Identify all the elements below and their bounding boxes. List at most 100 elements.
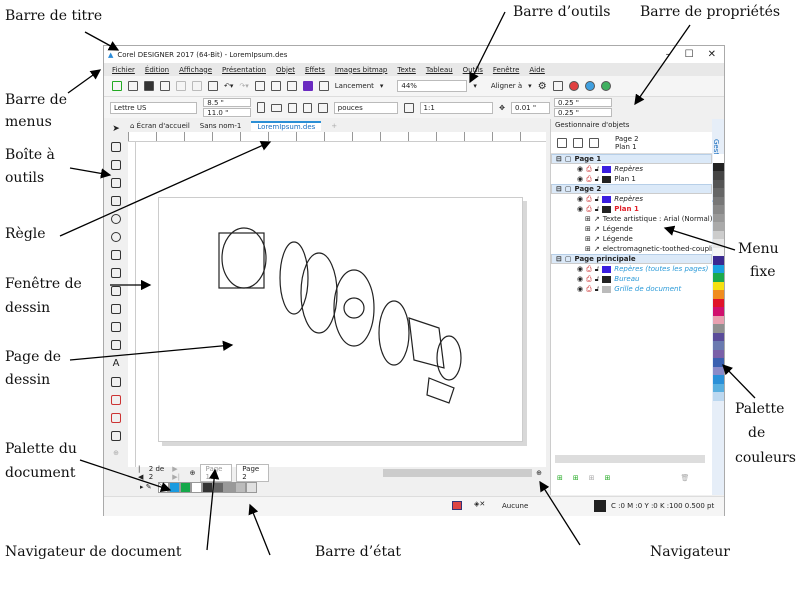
page-tab-2[interactable]: Page 2 [236,464,269,482]
options-gear-icon[interactable]: ⚙ [537,80,547,92]
publish-pdf-icon[interactable] [286,81,297,91]
expand-icon[interactable]: ⊞ [585,245,591,253]
navigator-icon[interactable]: ⊕ [536,469,542,477]
new-tab-icon[interactable]: + [331,121,338,130]
collapse-icon[interactable]: ⊟ [556,255,562,263]
undo-icon[interactable]: ↶▾ [224,82,234,90]
drawing-window[interactable] [136,142,576,467]
palette-swatch[interactable] [713,171,724,180]
maximize-icon[interactable]: ☐ [684,49,694,60]
lock-icon[interactable]: 🔓︎ [594,264,600,273]
cylinder-tool-icon[interactable] [111,304,121,314]
scale-select[interactable]: 1:1 [419,101,494,114]
expand-icon[interactable]: ⊞ [585,225,591,233]
layer-color-swatch[interactable] [602,265,612,273]
palette-swatch[interactable] [713,324,724,333]
save-icon[interactable] [144,81,154,91]
layer-color-swatch[interactable] [602,205,612,213]
palette-swatch[interactable] [713,196,724,205]
layer-row[interactable]: ◉⎙🔓︎Repères [551,194,712,204]
line-tool-icon[interactable] [111,160,121,170]
color-mode-icon[interactable] [552,81,563,91]
delete-icon[interactable]: 🗑 [680,474,690,482]
new-document-icon[interactable] [112,81,122,91]
visibility-eye-icon[interactable]: ◉ [577,195,584,203]
close-icon[interactable]: ✕ [707,49,716,60]
current-page-icon[interactable] [303,102,313,113]
swatch[interactable] [168,481,180,493]
palette-swatch[interactable] [713,349,724,358]
no-color-swatch[interactable] [157,481,169,493]
layer-color-swatch[interactable] [602,275,612,283]
ellipse-tool-icon[interactable] [111,214,121,224]
palette-swatch[interactable] [713,205,724,214]
expand-icon[interactable]: ⊞ [585,215,591,223]
palette-swatch[interactable] [713,341,724,350]
eyedropper-icon[interactable]: ▸ ✎ [140,483,152,491]
print-lock-icon[interactable]: ⎙ [586,174,592,183]
nudge-field[interactable]: 0.01 " [511,101,551,114]
cube-green-icon[interactable] [600,81,611,91]
palette-swatch[interactable] [713,383,724,392]
visibility-eye-icon[interactable]: ◉ [577,165,584,173]
swatch[interactable] [234,481,246,493]
menu-edition[interactable]: Édition [144,65,170,74]
palette-swatch[interactable] [713,162,724,171]
palette-swatch[interactable] [713,307,724,316]
menu-presentation[interactable]: Présentation [222,65,266,74]
paste-icon[interactable] [208,81,218,91]
swatch[interactable] [212,481,224,493]
swatch[interactable] [190,481,202,493]
layer-row[interactable]: ◉⎙🔓︎Grille de document [551,284,712,294]
add-page-icon[interactable]: ⊕ [189,469,196,477]
palette-swatch[interactable] [713,256,724,265]
swatch[interactable] [179,481,191,493]
collapse-icon[interactable]: ⊟ [556,155,562,163]
color-proof-icon[interactable] [452,501,462,510]
palette-swatch[interactable] [713,315,724,324]
print-icon[interactable] [160,81,170,91]
layer-row[interactable]: ◉⎙🔓︎Plan 1 [551,204,712,214]
palette-swatch[interactable] [713,222,724,231]
callout-tool-icon[interactable] [111,340,121,350]
cube-blue-icon[interactable] [584,81,595,91]
collapse-icon[interactable]: ⊟ [556,185,562,193]
new-master-all-icon[interactable]: ⊞ [588,474,595,482]
menu-images-bitmap[interactable]: Images bitmap [334,65,388,74]
object-row[interactable]: ⊞↗Texte artistique : Arial (Normal) [551,214,712,224]
palette-swatch[interactable] [713,281,724,290]
tab-untitled[interactable]: Sans nom-1 [199,121,242,130]
all-pages-icon[interactable] [287,102,298,113]
visibility-eye-icon[interactable]: ◉ [577,175,584,183]
swatch[interactable] [223,481,235,493]
expand-icon[interactable]: ⊞ [585,235,591,243]
rectangle-tool-icon[interactable] [111,196,121,206]
visibility-eye-icon[interactable]: ◉ [577,205,584,213]
portrait-icon[interactable] [257,102,265,113]
print-lock-icon[interactable]: ⎙ [586,204,592,213]
align-to-button[interactable]: Aligner à [490,82,523,90]
duplicate-x-field[interactable]: 0.25 " [554,98,612,107]
cut-icon[interactable] [176,81,186,91]
palette-swatch[interactable] [713,230,724,239]
page-size-select[interactable]: Lettre US [110,101,198,114]
menu-affichage[interactable]: Affichage [179,65,213,74]
palette-swatch[interactable] [713,298,724,307]
connector-tool-icon[interactable] [111,286,121,296]
redo-icon[interactable]: ↷▾ [239,82,249,90]
layer-manager-icon[interactable] [589,137,599,148]
menu-effets[interactable]: Effets [304,65,325,74]
layer-row[interactable]: ◉⎙🔓︎Repères [551,164,712,174]
layer-row[interactable]: ◉⎙🔓︎Bureau [551,274,712,284]
palette-swatch[interactable] [713,358,724,367]
palette-swatch[interactable] [713,213,724,222]
landscape-icon[interactable] [270,103,282,112]
menu-tableau[interactable]: Tableau [425,65,453,74]
cube-red-icon[interactable] [568,81,579,91]
text-tool-icon[interactable]: A [112,358,120,369]
page-row[interactable]: ⊟▢Page principale [551,254,712,264]
swatch[interactable] [245,481,257,493]
palette-swatch[interactable] [713,264,724,273]
visibility-eye-icon[interactable]: ◉ [577,275,584,283]
curve-tool-icon[interactable] [111,250,121,260]
